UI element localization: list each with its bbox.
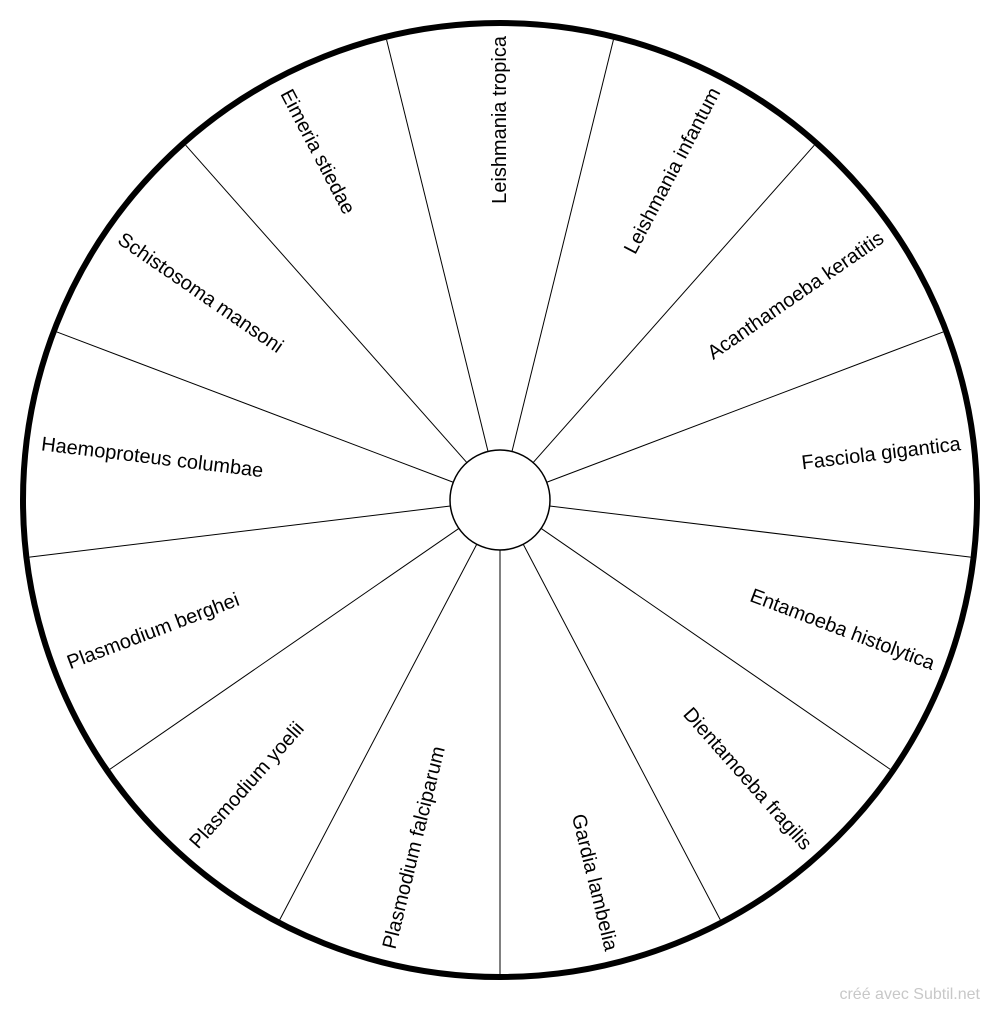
segment-dividers bbox=[29, 39, 971, 974]
segment-divider bbox=[386, 39, 489, 452]
segment-divider bbox=[29, 505, 451, 558]
credit-text[interactable]: créé avec Subtil.net bbox=[839, 986, 980, 1003]
segment-divider bbox=[109, 527, 460, 770]
wheel-hub[interactable] bbox=[449, 449, 551, 551]
segment-divider bbox=[549, 505, 971, 558]
segment-divider bbox=[511, 39, 614, 452]
segment-divider bbox=[540, 527, 891, 770]
segment-divider bbox=[532, 144, 815, 463]
segment-divider bbox=[185, 144, 468, 463]
segment-divider bbox=[522, 544, 721, 920]
segment-divider bbox=[279, 544, 478, 920]
segment-label: Leishmania tropica bbox=[489, 35, 511, 204]
segment-divider bbox=[546, 331, 944, 483]
segment-divider bbox=[56, 331, 454, 483]
